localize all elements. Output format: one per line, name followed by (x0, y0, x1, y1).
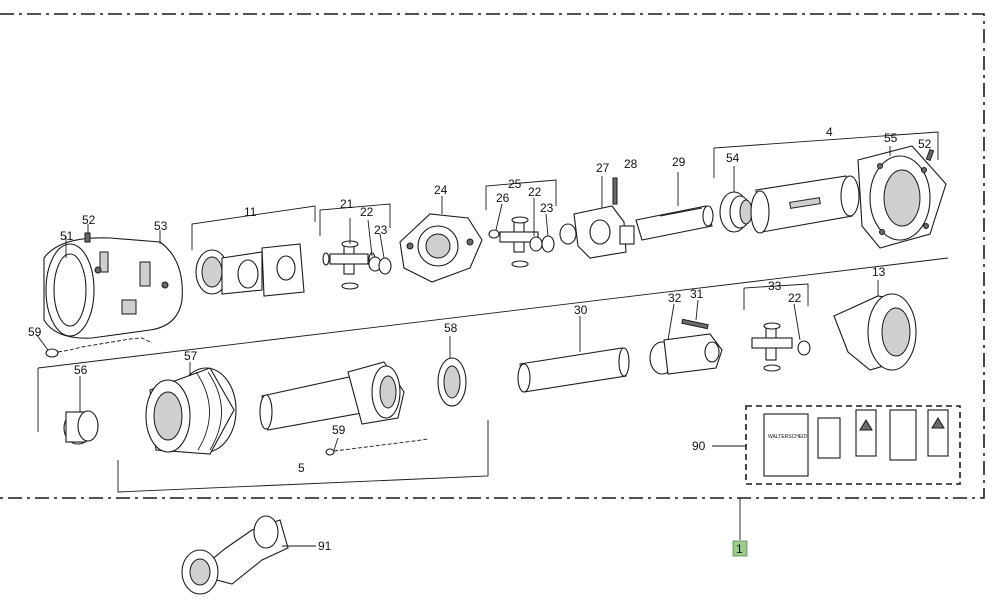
part-29-inner-profile-tube[interactable] (635, 205, 714, 241)
part-90-warning-stickers[interactable] (817, 409, 949, 461)
row-divider (37, 257, 949, 369)
part-57-guard-cone-lower[interactable] (145, 367, 237, 455)
part-23-bearing-cup-a[interactable] (378, 257, 392, 275)
callout-23-a[interactable]: 23 (374, 223, 388, 237)
callout-29[interactable]: 29 (672, 155, 686, 169)
callout-56[interactable]: 56 (74, 363, 88, 377)
callout-28[interactable]: 28 (624, 157, 638, 171)
callout-27[interactable]: 27 (596, 161, 610, 175)
part-91-complete-shaft[interactable] (181, 515, 289, 595)
callout-59-left[interactable]: 59 (28, 325, 42, 339)
assembly-boundary (0, 13, 985, 499)
callout-51[interactable]: 51 (60, 229, 74, 243)
part-26-grease-nipple[interactable] (488, 229, 500, 239)
part-59-chain-left[interactable] (45, 337, 153, 358)
callout-labels: 51 52 53 59 11 21 22 23 24 25 26 22 23 2… (28, 125, 932, 553)
callout-1-label: 1 (736, 542, 743, 556)
part-31-pin[interactable] (681, 318, 709, 330)
callout-22-c[interactable]: 22 (788, 291, 802, 305)
callout-21[interactable]: 21 (340, 197, 354, 211)
callout-22-b[interactable]: 22 (528, 185, 542, 199)
part-11-outer-yoke[interactable] (195, 243, 305, 297)
bracket-25 (485, 179, 557, 210)
callout-26[interactable]: 26 (496, 191, 510, 205)
bracket-33 (743, 283, 809, 310)
callout-55[interactable]: 55 (884, 131, 898, 145)
part-13-clutch-yoke[interactable] (833, 293, 917, 371)
kit-90-box (745, 405, 961, 485)
bracket-5 (117, 420, 489, 493)
callout-57[interactable]: 57 (184, 349, 198, 363)
part-5-guard-tube-lower[interactable] (259, 361, 405, 431)
callout-24[interactable]: 24 (434, 183, 448, 197)
part-21-cross-journal[interactable] (322, 240, 376, 290)
callout-1[interactable]: 1 (732, 540, 748, 557)
leader-lines (35, 146, 891, 451)
callout-54[interactable]: 54 (726, 151, 740, 165)
manual-label: WALTERSCHEID (768, 434, 808, 440)
callout-4[interactable]: 4 (826, 125, 833, 139)
bracket-21 (319, 203, 391, 236)
bracket-11 (191, 205, 316, 250)
part-22-circlip-b[interactable] (529, 236, 543, 252)
callout-31[interactable]: 31 (690, 287, 704, 301)
part-22-circlip-c[interactable] (797, 340, 811, 356)
part-52-screw-right[interactable] (925, 148, 935, 162)
part-30-outer-profile-tube[interactable] (517, 347, 630, 393)
callout-58[interactable]: 58 (444, 321, 458, 335)
part-54-bearing-ring[interactable] (719, 191, 753, 233)
part-32-yoke-lower[interactable] (649, 333, 723, 375)
callout-52-left[interactable]: 52 (82, 213, 96, 227)
part-58-locking-ring[interactable] (437, 357, 467, 407)
part-55-guard-cone-right[interactable] (857, 145, 947, 249)
callout-32[interactable]: 32 (668, 291, 682, 305)
part-90-manual[interactable]: WALTERSCHEID (763, 413, 809, 477)
callout-33[interactable]: 33 (768, 279, 782, 293)
part-23-bearing-cup-b[interactable] (541, 235, 555, 253)
callout-22-a[interactable]: 22 (360, 205, 374, 219)
part-27-inner-yoke[interactable] (559, 205, 635, 259)
callout-30[interactable]: 30 (574, 303, 588, 317)
callout-23-b[interactable]: 23 (540, 201, 554, 215)
callout-25[interactable]: 25 (508, 177, 522, 191)
part-4-outer-guard-tube[interactable] (750, 175, 860, 234)
part-24-flange[interactable] (399, 213, 483, 283)
callout-59-lower[interactable]: 59 (332, 423, 346, 437)
part-33-cross-journal[interactable] (751, 322, 793, 372)
callout-5[interactable]: 5 (298, 461, 305, 475)
part-28-roll-pin[interactable] (612, 177, 618, 205)
part-53-guard-cone[interactable] (43, 237, 183, 339)
part-56-bearing-ring-small[interactable] (63, 410, 99, 445)
bracket-4 (713, 131, 939, 178)
callout-90[interactable]: 90 (692, 439, 706, 453)
part-52-screw[interactable] (84, 232, 91, 243)
callout-13[interactable]: 13 (872, 265, 886, 279)
part-59-chain-lower[interactable] (325, 438, 429, 456)
callout-91[interactable]: 91 (318, 539, 332, 553)
callout-53[interactable]: 53 (154, 219, 168, 233)
callout-11[interactable]: 11 (244, 205, 257, 219)
callout-52-right[interactable]: 52 (918, 137, 932, 151)
